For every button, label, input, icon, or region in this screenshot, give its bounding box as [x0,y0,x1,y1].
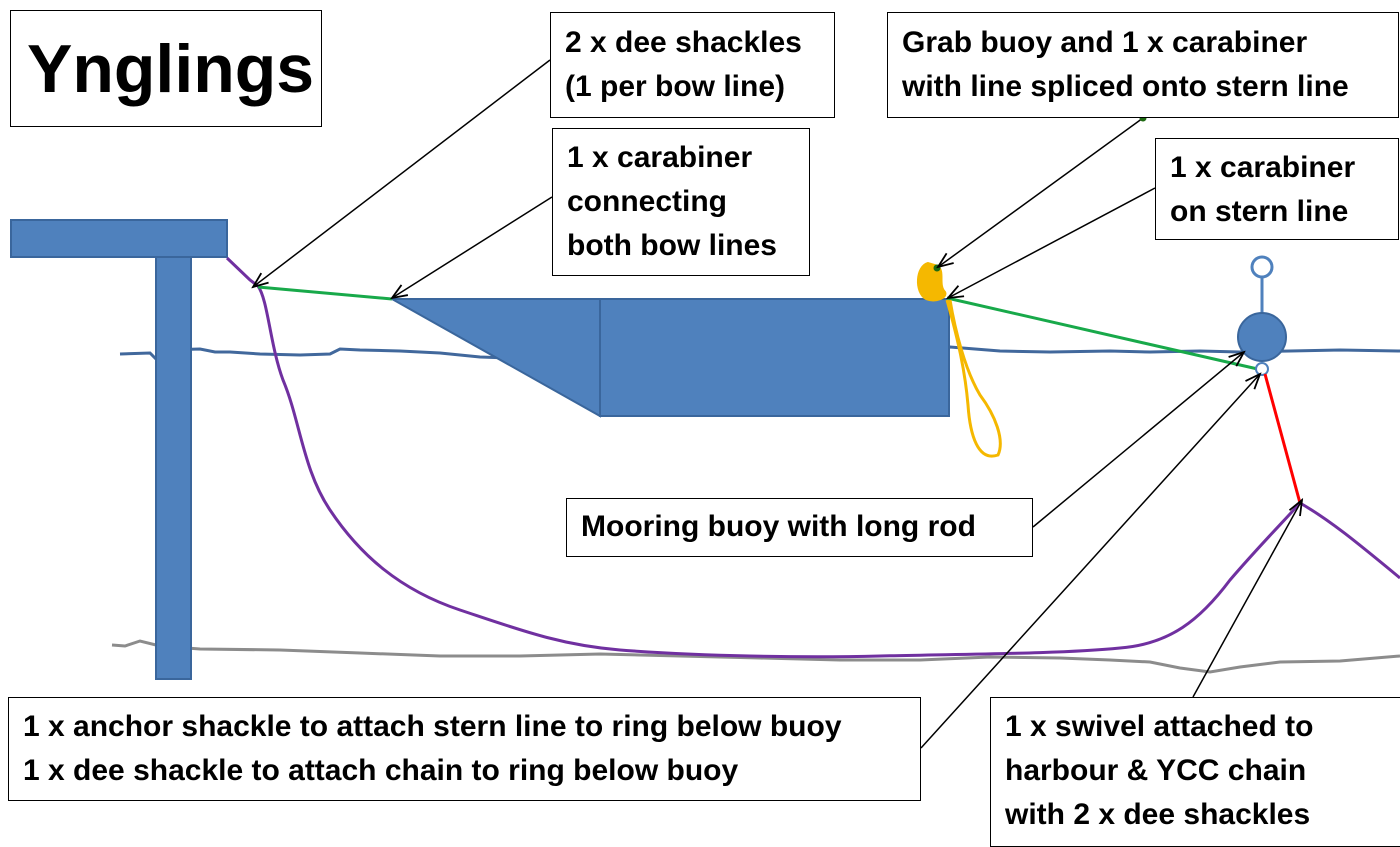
label-line: harbour & YCC chain [1005,754,1307,787]
bow-line [257,285,393,301]
riser-chain [1263,373,1302,504]
label-line: with line spliced onto stern line [902,70,1349,103]
arrow-dee-shackles [253,59,551,287]
label-line: 1 x dee shackle to attach chain to ring … [23,754,739,787]
arrow-swivel [1192,500,1302,698]
label-dee-shackles: 2 x dee shackles (1 per bow line) [550,12,835,118]
grab-buoy [917,261,947,302]
label-line: 1 x anchor shackle to attach stern line … [23,710,842,743]
label-swivel: 1 x swivel attached to harbour & YCC cha… [990,697,1400,847]
label-line: 2 x dee shackles [565,26,802,59]
label-carabiner-bow: 1 x carabiner connecting both bow lines [552,128,810,276]
diagram-title: Ynglings [10,10,322,127]
jetty-pile [155,256,192,680]
arrow-anchor-shackle [920,374,1260,749]
arrow-carabiner-stern [948,187,1156,298]
title-text: Ynglings [27,31,315,107]
grab-buoy-loop [945,299,1002,458]
arrow-carabiner-bow [392,196,553,298]
label-line: Mooring buoy with long rod [581,510,976,543]
label-line: (1 per bow line) [565,70,786,103]
mooring-buoy-bottom-ring [1255,362,1269,376]
label-anchor-shackle: 1 x anchor shackle to attach stern line … [8,697,921,801]
label-line: with 2 x dee shackles [1005,798,1311,831]
label-line: on stern line [1170,195,1349,228]
label-line: 1 x carabiner [1170,151,1356,184]
boat-bow [388,298,601,418]
label-line: 1 x carabiner [567,141,753,174]
bow-chain [225,256,1400,659]
label-line: connecting [567,185,728,218]
stern-line [946,296,1263,372]
mooring-buoy [1237,312,1287,362]
label-carabiner-stern: 1 x carabiner on stern line [1155,138,1399,240]
mooring-buoy-top-ring [1250,255,1274,279]
arrow-mooring-buoy [1032,352,1244,528]
label-mooring-buoy: Mooring buoy with long rod [566,498,1033,557]
arrow-grab-buoy [938,117,1144,267]
water-surface-line [119,345,1400,361]
seabed-line [111,639,1400,674]
label-line: 1 x swivel attached to [1005,710,1314,743]
jetty-deck [10,219,228,258]
label-line: both bow lines [567,229,777,262]
label-grab-buoy: Grab buoy and 1 x carabiner with line sp… [887,12,1399,118]
label-line: Grab buoy and 1 x carabiner [902,26,1308,59]
boat-hull [599,298,950,417]
